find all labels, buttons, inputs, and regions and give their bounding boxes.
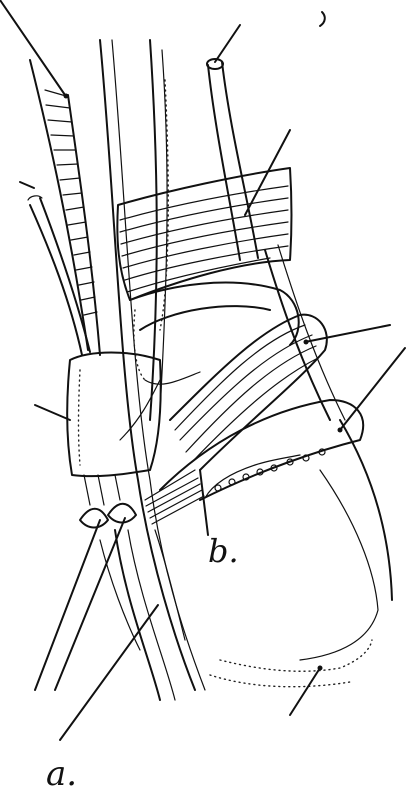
small-mark (320, 12, 325, 26)
oblique-ligament (170, 315, 327, 470)
leader-lines (0, 0, 405, 740)
label-b: b. (208, 532, 239, 570)
left-tendon-band (30, 60, 100, 355)
descending-tendons (100, 530, 185, 700)
marker-dots (64, 94, 343, 671)
transverse-retinaculum (117, 168, 291, 300)
cut-tendon-ends (80, 475, 136, 528)
upper-right-tendon (207, 59, 345, 420)
frayed-fibres (145, 470, 204, 524)
lower-curved-ligament (160, 400, 363, 500)
far-left-tendon (28, 196, 90, 355)
label-a: a. (46, 754, 77, 793)
